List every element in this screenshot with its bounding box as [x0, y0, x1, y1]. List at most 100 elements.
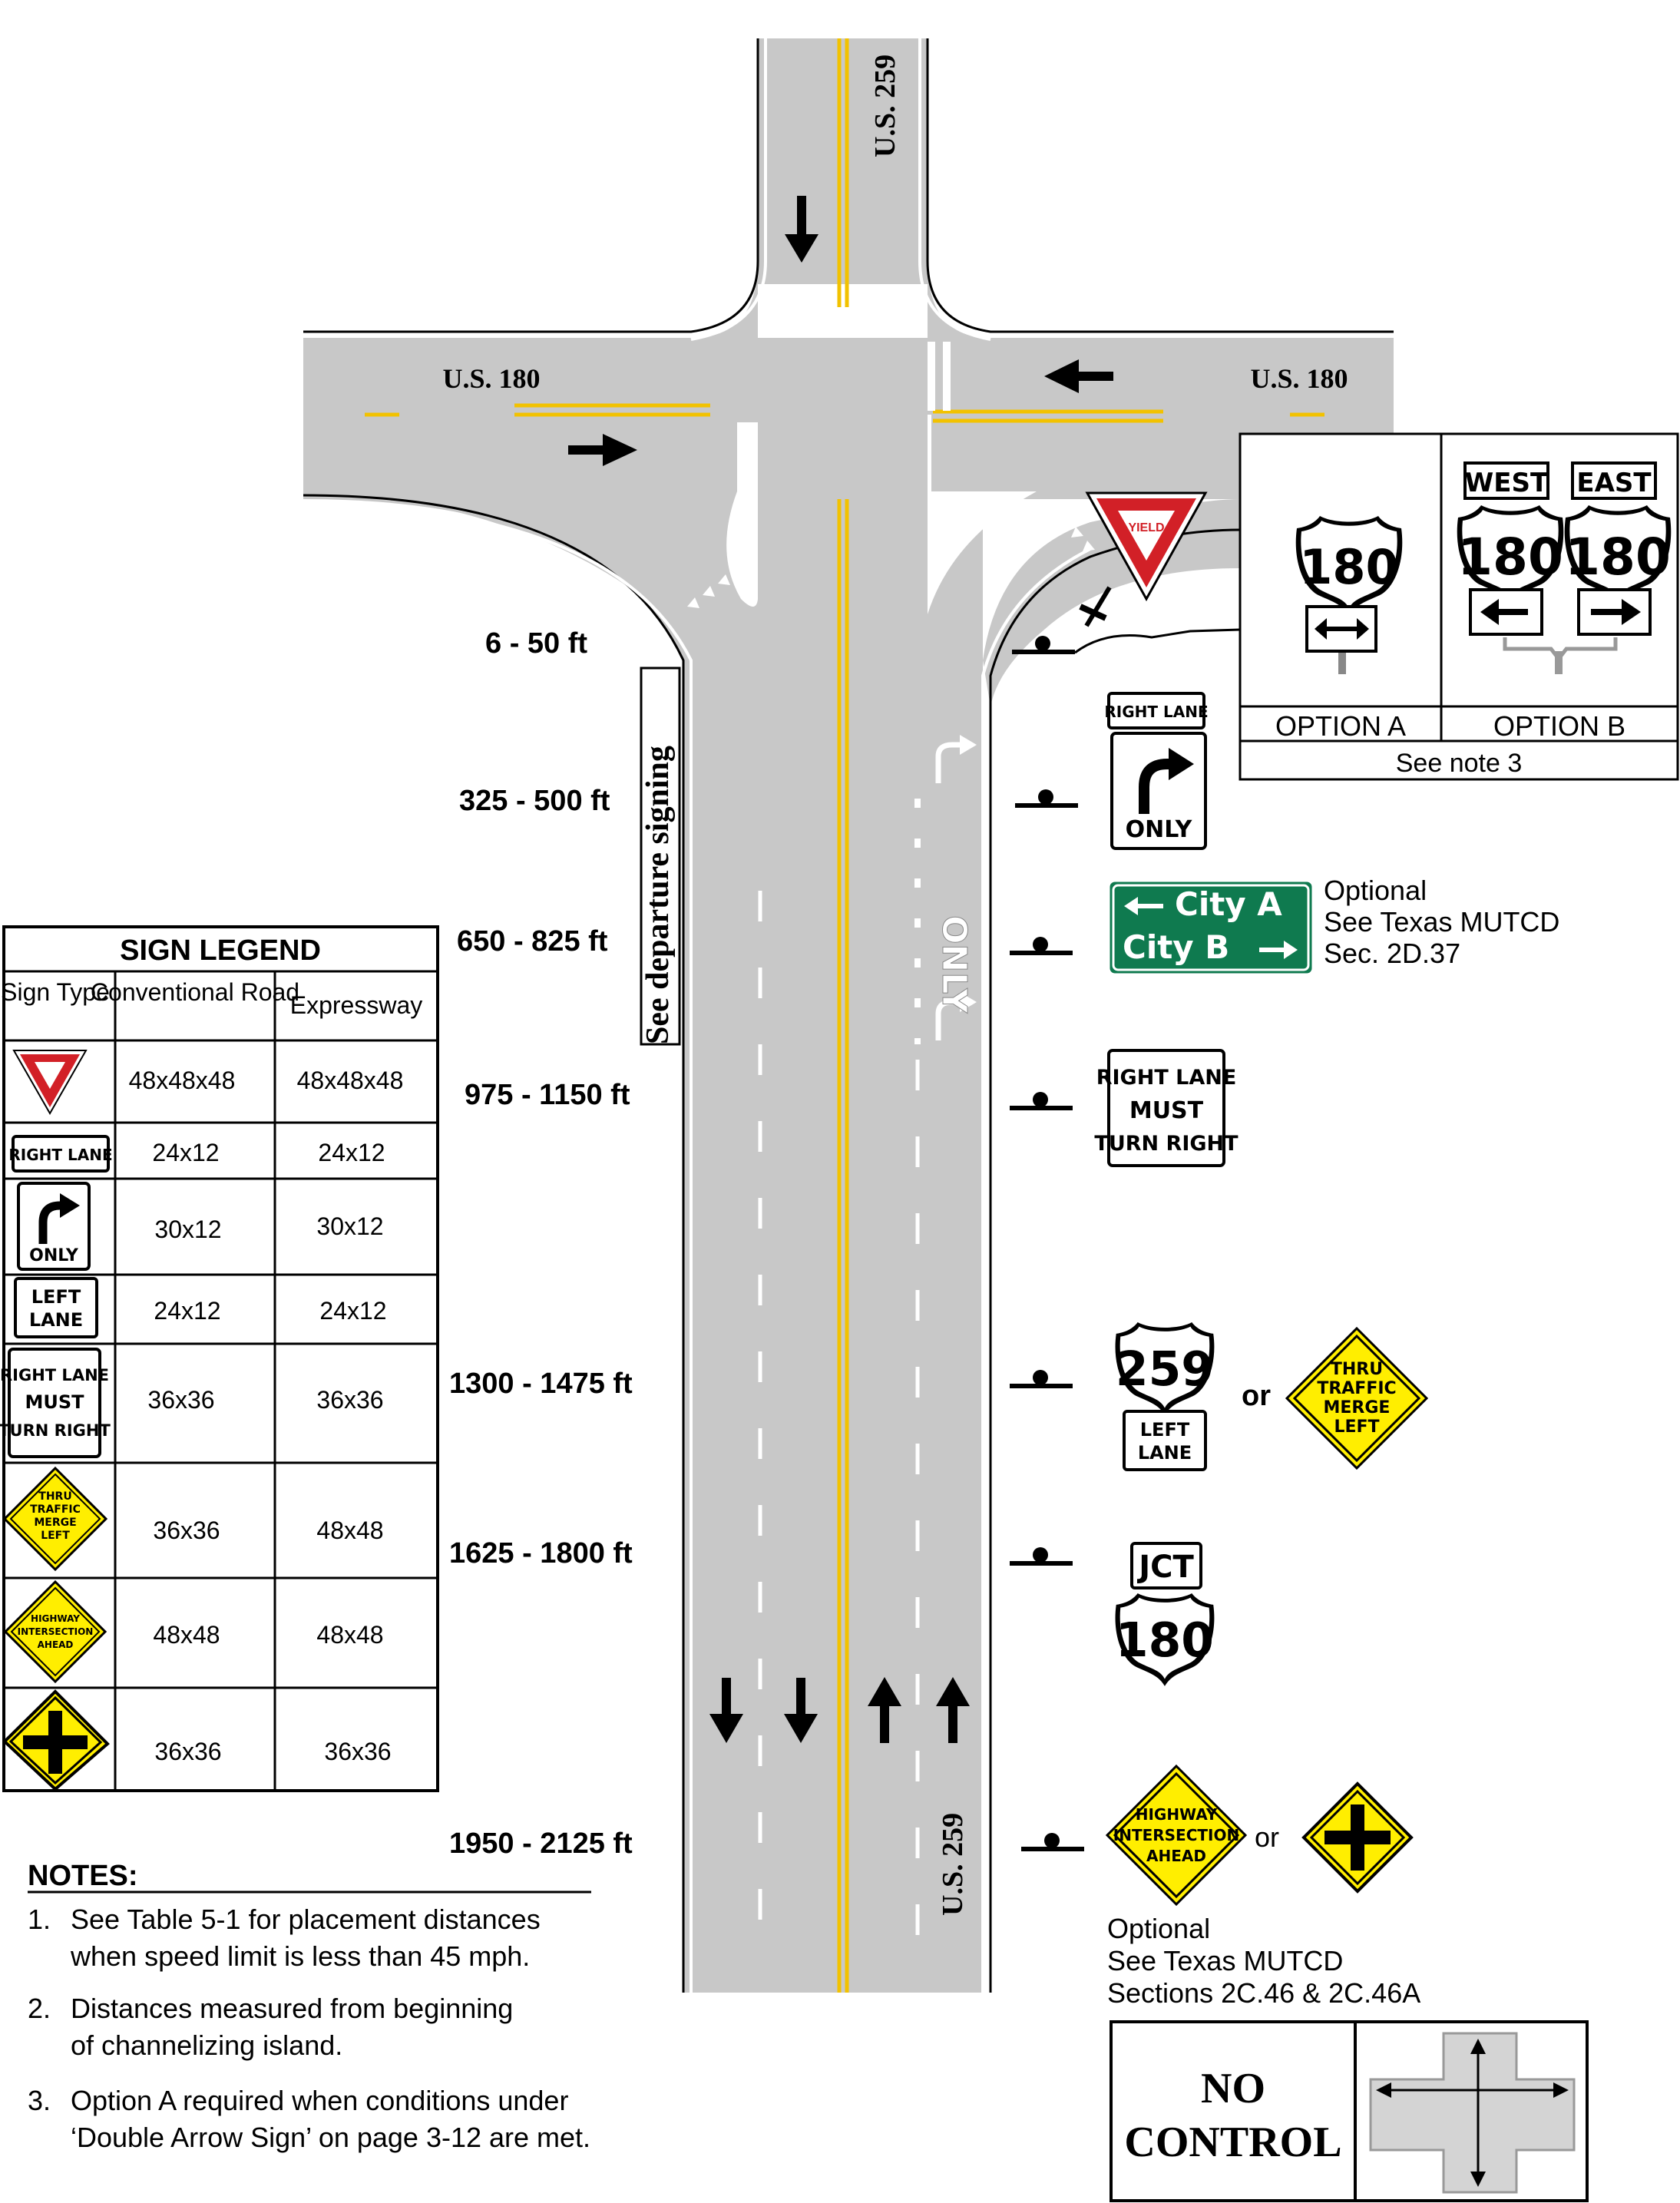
distance-1: 6 - 50 ft [485, 627, 587, 660]
note-3-num: 3. [28, 2085, 51, 2116]
or-text-2: or [1255, 1821, 1279, 1853]
svg-text:LEFT: LEFT [31, 1286, 81, 1308]
note-1-line2: when speed limit is less than 45 mph. [70, 1940, 530, 1972]
legend-thru-merge-icon: THRU TRAFFIC MERGE LEFT [2, 1466, 108, 1572]
left-arrow-plaque [1469, 588, 1543, 636]
note-1-num: 1. [28, 1904, 51, 1935]
svg-text:36x36: 36x36 [316, 1386, 383, 1414]
cross-road-warning-sign [1301, 1781, 1414, 1894]
svg-text:24x12: 24x12 [318, 1139, 385, 1166]
options-box: 180 WEST EAST 180 180 [1239, 432, 1679, 781]
legend-title: SIGN LEGEND [120, 934, 321, 967]
svg-text:TURN RIGHT: TURN RIGHT [0, 1421, 111, 1440]
right-lane-plaque: RIGHT LANE [1104, 692, 1209, 729]
southbound-arrow-2 [784, 1678, 818, 1743]
svg-text:48x48: 48x48 [316, 1517, 383, 1544]
svg-text:AHEAD: AHEAD [38, 1639, 74, 1650]
west-plaque: WEST [1463, 461, 1549, 500]
svg-text:THRU: THRU [38, 1490, 71, 1503]
south-road-label: U.S. 259 [937, 1813, 969, 1916]
svg-text:LEFT: LEFT [1334, 1417, 1379, 1437]
svg-text:24x12: 24x12 [154, 1297, 220, 1325]
svg-text:See Texas MUTCD: See Texas MUTCD [1324, 906, 1559, 938]
svg-text:LANE: LANE [1138, 1442, 1192, 1464]
jct-plaque: JCT [1130, 1542, 1202, 1589]
left-lane-plaque: LEFT LANE [1123, 1410, 1207, 1471]
svg-text:RIGHT LANE: RIGHT LANE [0, 1366, 109, 1384]
svg-text:Optional: Optional [1107, 1913, 1210, 1944]
svg-text:RIGHT LANE: RIGHT LANE [1104, 703, 1208, 721]
svg-text:36x36: 36x36 [147, 1386, 214, 1414]
distance-3: 650 - 825 ft [457, 925, 608, 958]
option-a-shield: 180 [1295, 516, 1403, 616]
yield-sign-ramp: YIELD [1079, 491, 1208, 627]
svg-text:ONLY: ONLY [1126, 816, 1193, 843]
option-b-west-shield: 180 [1457, 505, 1564, 605]
yield-text: YIELD [1128, 521, 1164, 534]
svg-text:Sec. 2D.37: Sec. 2D.37 [1324, 938, 1460, 969]
svg-text:Optional: Optional [1324, 875, 1427, 906]
svg-text:City A: City A [1175, 885, 1282, 923]
distance-7: 1950 - 2125 ft [449, 1828, 633, 1860]
svg-text:48x48: 48x48 [153, 1621, 220, 1649]
svg-text:180: 180 [1565, 528, 1671, 587]
svg-text:THRU: THRU [1331, 1360, 1383, 1379]
legend-must-turn-icon: RIGHT LANE MUST TURN RIGHT [0, 1348, 111, 1458]
legend-yield-icon [12, 1050, 88, 1116]
svg-text:Sections 2C.46 & 2C.46A: Sections 2C.46 & 2C.46A [1107, 1977, 1420, 2009]
distance-4: 975 - 1150 ft [465, 1079, 630, 1111]
svg-text:AHEAD: AHEAD [1146, 1847, 1206, 1865]
departure-signing-box: See departure signing [640, 667, 681, 1046]
svg-text:City B: City B [1123, 928, 1229, 966]
right-arrow-plaque [1577, 588, 1652, 636]
departure-signing-label: See departure signing [640, 746, 676, 1044]
southbound-arrow-1 [709, 1678, 743, 1743]
svg-text:JCT: JCT [1136, 1550, 1194, 1585]
note-2-line1: Distances measured from beginning [71, 1993, 513, 2024]
traffic-arrows [568, 196, 1113, 1743]
legend-highway-intersection-icon: HIGHWAY INTERSECTION AHEAD [3, 1579, 107, 1684]
svg-text:180: 180 [1116, 1613, 1214, 1668]
svg-text:ONLY: ONLY [29, 1246, 79, 1265]
svg-text:180: 180 [1457, 528, 1563, 587]
distance-5: 1300 - 1475 ft [449, 1368, 633, 1400]
svg-text:See Texas MUTCD: See Texas MUTCD [1107, 1945, 1343, 1976]
svg-text:36x36: 36x36 [154, 1738, 221, 1765]
legend-left-lane-icon: LEFT LANE [14, 1277, 98, 1338]
svg-text:24x12: 24x12 [152, 1139, 219, 1166]
svg-text:30x12: 30x12 [316, 1212, 383, 1240]
no-control-box: NO CONTROL [1110, 2020, 1589, 2202]
svg-text:RIGHT LANE: RIGHT LANE [1096, 1066, 1237, 1090]
jct-route-180-shield: 180 [1115, 1593, 1215, 1686]
legend-right-lane-icon: RIGHT LANE [8, 1135, 113, 1173]
svg-text:48x48: 48x48 [316, 1621, 383, 1649]
westbound-arrow [1044, 359, 1113, 393]
svg-text:36x36: 36x36 [153, 1517, 220, 1544]
svg-text:EAST: EAST [1576, 468, 1652, 498]
note-2-num: 2. [28, 1993, 51, 2024]
or-text-1: or [1242, 1380, 1271, 1412]
svg-text:HIGHWAY: HIGHWAY [1136, 1805, 1218, 1824]
svg-text:TRAFFIC: TRAFFIC [1317, 1379, 1396, 1398]
option-b-label: OPTION B [1493, 710, 1625, 742]
legend-header-expressway: Expressway [290, 991, 423, 1019]
distance-2: 325 - 500 ft [459, 785, 610, 817]
no-control-line2: CONTROL [1124, 2119, 1341, 2166]
bottom-sign-note: Optional See Texas MUTCD Sections 2C.46 … [1107, 1913, 1420, 2009]
note-3-line1: Option A required when conditions under [71, 2085, 568, 2116]
route-259-shield: 259 [1115, 1322, 1215, 1415]
east-road-label: U.S. 180 [1250, 363, 1348, 394]
option-a-label: OPTION A [1275, 710, 1406, 742]
svg-text:LEFT: LEFT [1140, 1419, 1190, 1441]
pavement-turn-arrows [935, 742, 964, 1040]
northbound-arrow-2 [936, 1677, 970, 1743]
svg-text:MERGE: MERGE [1324, 1398, 1391, 1417]
highway-intersection-ahead-sign: HIGHWAY INTERSECTION AHEAD [1105, 1764, 1248, 1907]
svg-text:259: 259 [1116, 1342, 1214, 1397]
svg-text:LANE: LANE [29, 1309, 83, 1331]
eastbound-arrow [568, 434, 637, 466]
svg-text:RIGHT LANE: RIGHT LANE [8, 1146, 112, 1164]
svg-text:HIGHWAY: HIGHWAY [31, 1613, 80, 1624]
